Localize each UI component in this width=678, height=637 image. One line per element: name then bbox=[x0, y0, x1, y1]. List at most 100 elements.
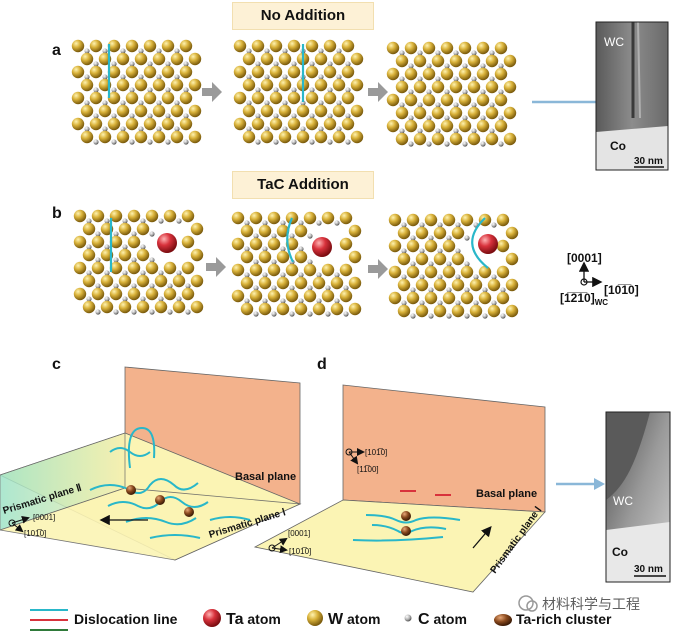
legend-c-suffix: atom bbox=[430, 611, 467, 627]
c-atom bbox=[104, 218, 110, 224]
w-atom bbox=[505, 304, 519, 318]
w-atom bbox=[136, 222, 150, 236]
w-atom bbox=[431, 80, 445, 94]
tem-co-label-bottom: Co bbox=[612, 545, 628, 559]
c-atom bbox=[255, 61, 261, 67]
c-atom bbox=[437, 274, 443, 280]
c-atom bbox=[262, 298, 268, 304]
w-atom bbox=[143, 91, 157, 105]
w-atom bbox=[415, 278, 429, 292]
c-atom bbox=[309, 61, 315, 67]
tem-wc-label: WC bbox=[604, 35, 624, 49]
w-atom bbox=[314, 104, 328, 118]
w-atom bbox=[422, 67, 436, 81]
w-atom bbox=[395, 54, 409, 68]
w-atom bbox=[323, 39, 337, 53]
w-atom bbox=[413, 106, 427, 120]
w-atom bbox=[305, 91, 319, 105]
c-atom bbox=[84, 48, 90, 54]
c-atom bbox=[167, 283, 173, 289]
c-atom bbox=[464, 287, 470, 293]
w-atom bbox=[442, 265, 456, 279]
axis-out-sub: WC bbox=[595, 298, 609, 307]
c-atom bbox=[498, 141, 504, 147]
w-atom bbox=[287, 91, 301, 105]
w-atom bbox=[478, 291, 492, 305]
c-atom bbox=[316, 298, 322, 304]
c-atom bbox=[428, 235, 434, 241]
c-atom bbox=[174, 48, 180, 54]
tem-wc-label-bottom: WC bbox=[613, 494, 633, 508]
c-atom bbox=[246, 126, 252, 132]
w-atom bbox=[73, 209, 87, 223]
w-atom bbox=[294, 224, 308, 238]
c-atom bbox=[444, 89, 450, 95]
w-atom bbox=[154, 274, 168, 288]
c-atom bbox=[262, 220, 268, 226]
w-atom bbox=[395, 80, 409, 94]
w-atom bbox=[258, 302, 272, 316]
c-atom bbox=[111, 139, 117, 145]
c-atom bbox=[102, 74, 108, 80]
c-atom bbox=[473, 274, 479, 280]
c-atom bbox=[471, 102, 477, 108]
watermark: 材料科学与工程 bbox=[518, 595, 640, 613]
w-atom bbox=[276, 302, 290, 316]
w-atom bbox=[458, 119, 472, 133]
w-atom bbox=[251, 117, 265, 131]
c-atom bbox=[345, 87, 351, 93]
w-atom bbox=[312, 302, 326, 316]
c-atom bbox=[246, 48, 252, 54]
w-atom bbox=[152, 78, 166, 92]
w-atom bbox=[323, 91, 337, 105]
w-atom bbox=[440, 41, 454, 55]
w-atom bbox=[80, 104, 94, 118]
c-atom bbox=[244, 272, 250, 278]
w-atom bbox=[395, 106, 409, 120]
w-atom bbox=[136, 300, 150, 314]
w-atom bbox=[116, 52, 130, 66]
w-atom bbox=[348, 250, 362, 264]
w-atom bbox=[161, 39, 175, 53]
legend-w-suffix: atom bbox=[343, 611, 380, 627]
c-atom bbox=[149, 309, 155, 315]
w-atom bbox=[127, 209, 141, 223]
w-atom bbox=[249, 237, 263, 251]
c-atom bbox=[280, 246, 286, 252]
c-atom bbox=[291, 113, 297, 119]
w-atom bbox=[496, 239, 510, 253]
w-atom bbox=[163, 261, 177, 275]
w-atom bbox=[314, 52, 328, 66]
c-atom bbox=[480, 141, 486, 147]
c-atom bbox=[271, 285, 277, 291]
w-atom bbox=[503, 54, 517, 68]
w-atom bbox=[98, 130, 112, 144]
gray-arrow-icon bbox=[206, 257, 226, 277]
c-atom bbox=[246, 100, 252, 106]
tem-image-top: WC Co 30 nm bbox=[595, 21, 669, 171]
w-atom bbox=[476, 41, 490, 55]
w-atom bbox=[341, 39, 355, 53]
c-atom bbox=[156, 48, 162, 54]
w-atom bbox=[305, 39, 319, 53]
w-atom bbox=[323, 117, 337, 131]
c-atom bbox=[318, 100, 324, 106]
w-atom bbox=[251, 39, 265, 53]
lattice bbox=[388, 213, 519, 319]
w-atom bbox=[449, 106, 463, 120]
c-atom bbox=[111, 61, 117, 67]
w-atom bbox=[190, 222, 204, 236]
w-atom bbox=[134, 78, 148, 92]
w-atom bbox=[469, 304, 483, 318]
c-atom bbox=[327, 113, 333, 119]
c-atom bbox=[147, 61, 153, 67]
c-atom bbox=[498, 115, 504, 121]
w-atom bbox=[249, 263, 263, 277]
w-atom bbox=[170, 78, 184, 92]
ta-cluster bbox=[155, 495, 165, 505]
c-atom bbox=[120, 48, 126, 54]
w-atom bbox=[91, 235, 105, 249]
w-atom bbox=[136, 274, 150, 288]
w-atom bbox=[278, 130, 292, 144]
dir2-label-c: [101̅0] bbox=[24, 529, 46, 538]
